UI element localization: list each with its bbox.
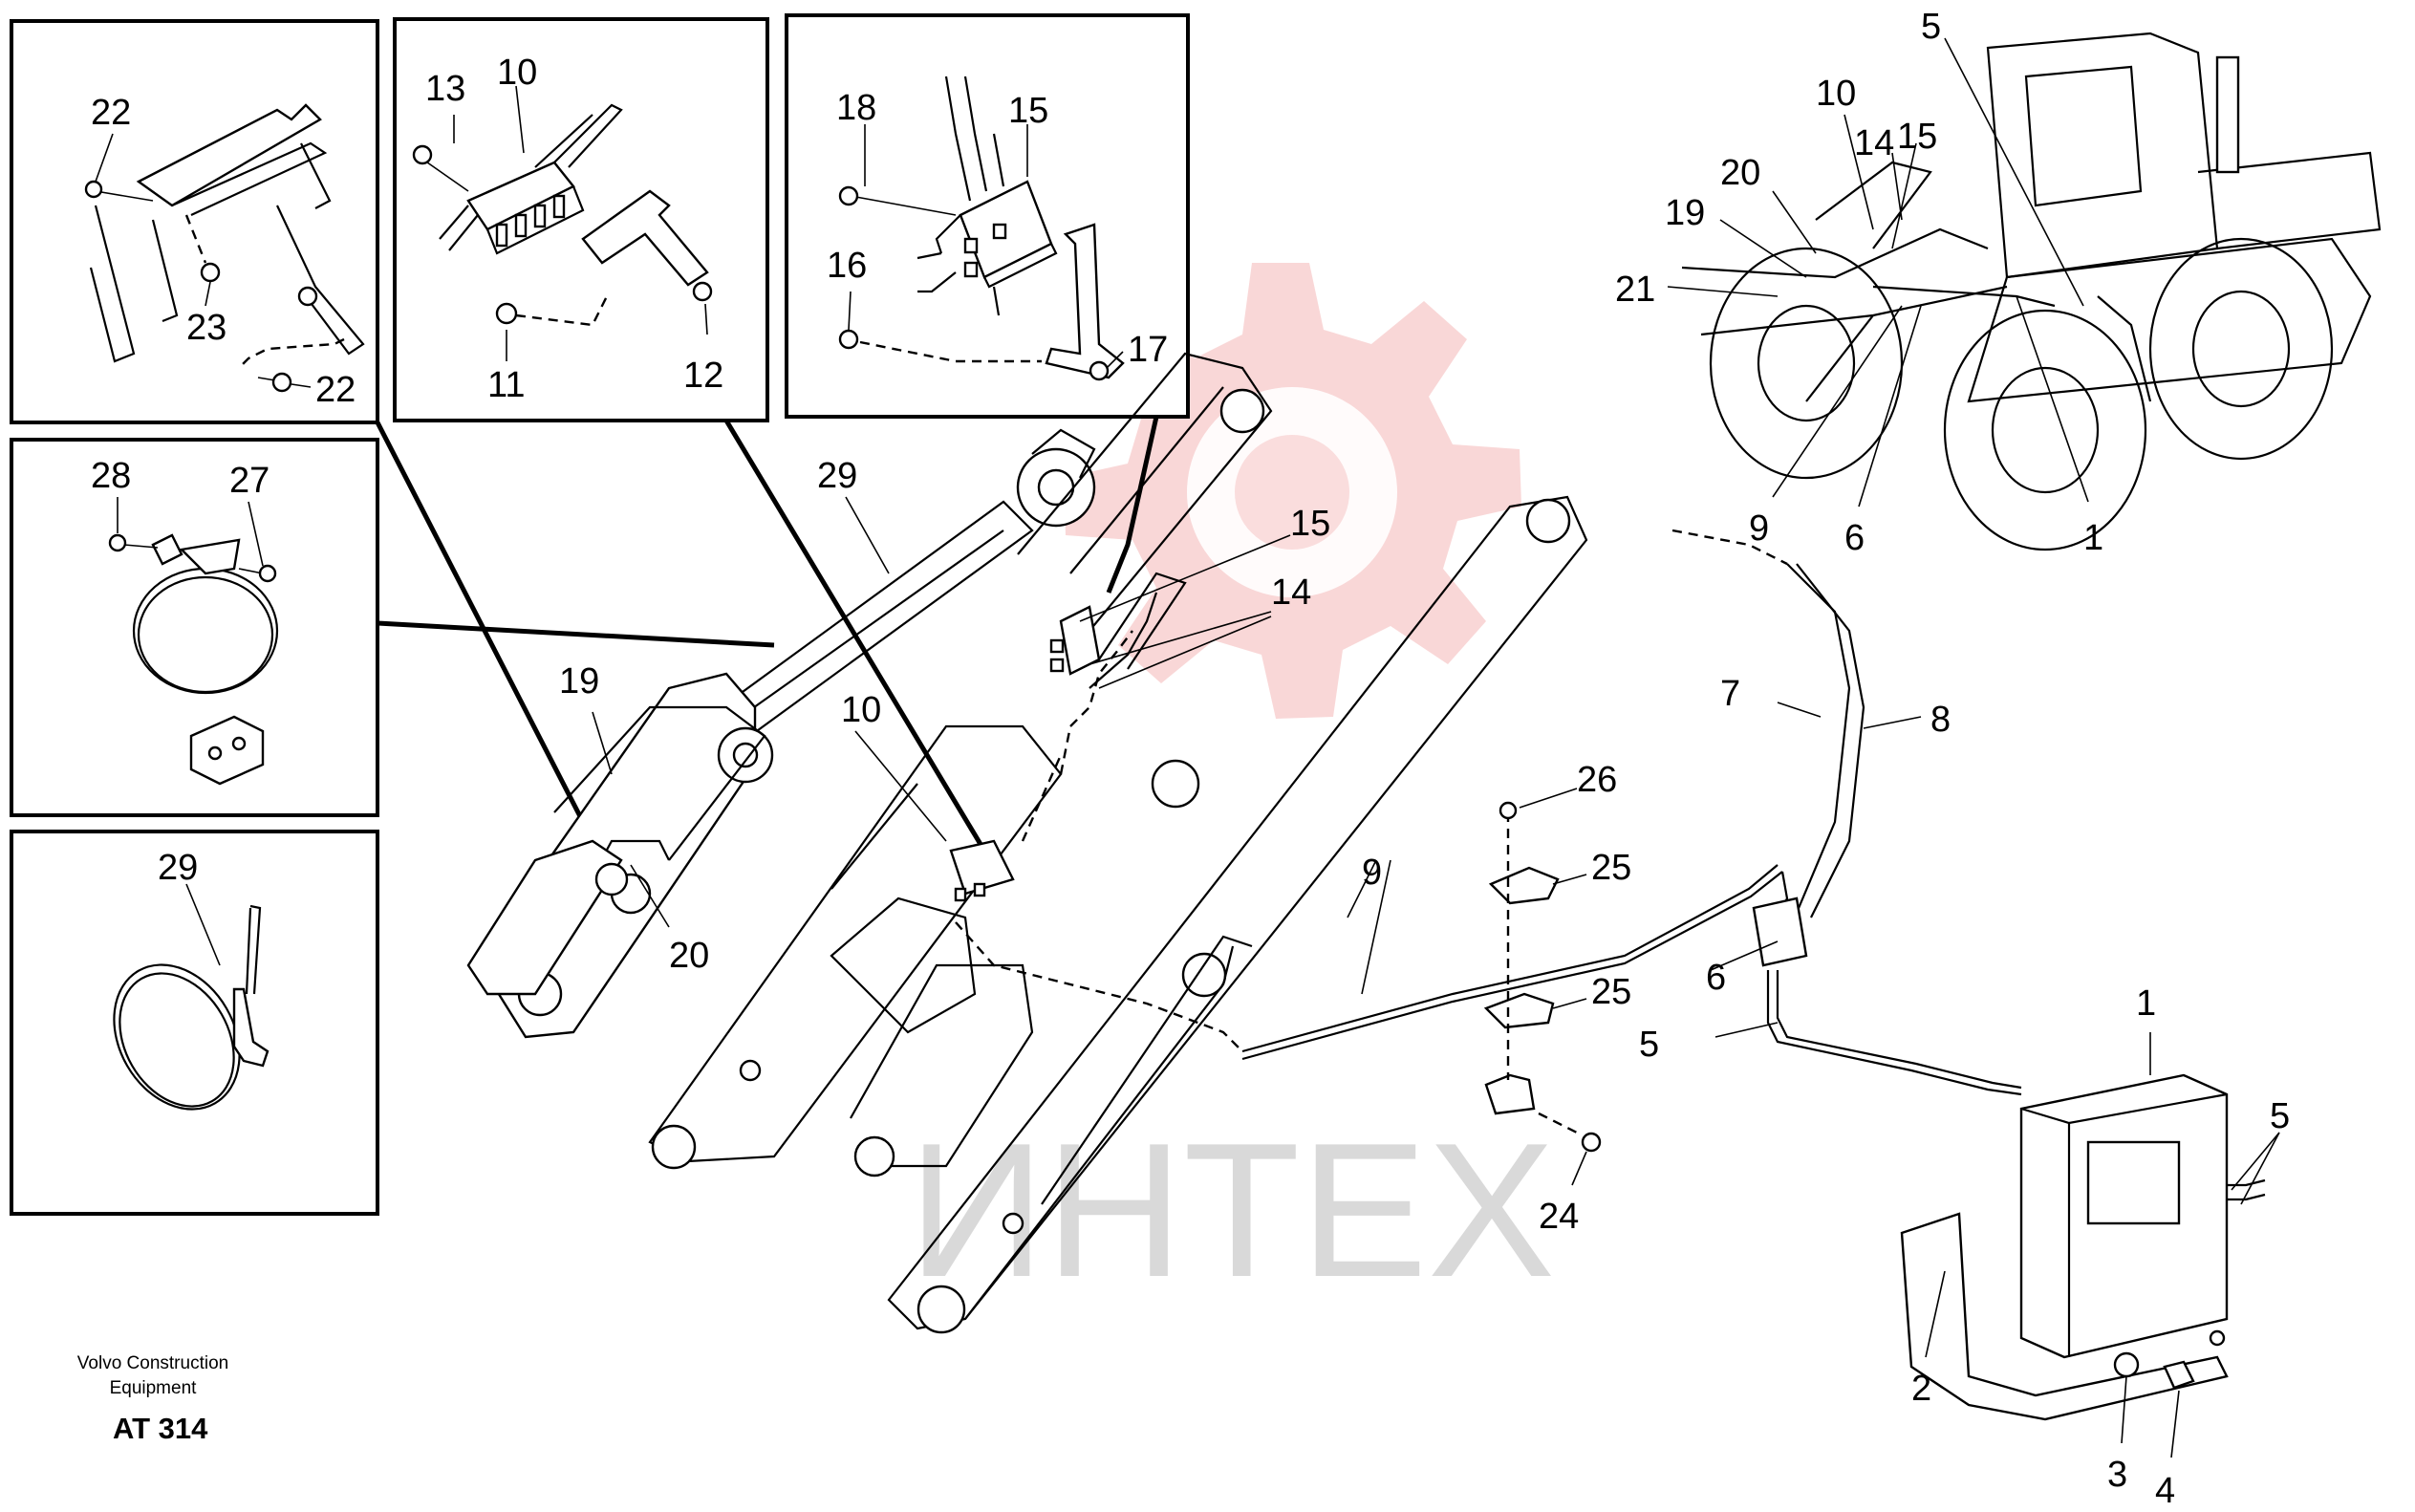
callout-label: 27 xyxy=(229,461,270,501)
callout-label: 4 xyxy=(2155,1471,2175,1511)
caption-block: Volvo Construction Equipment AT 314 xyxy=(77,1353,228,1445)
main-leaders xyxy=(592,496,2280,1458)
callout-label: 18 xyxy=(836,88,876,128)
detail-box-bracket: 22 23 22 xyxy=(10,19,379,424)
callout-label: 15 xyxy=(1008,91,1048,131)
callout-label: 25 xyxy=(1591,972,1631,1012)
callout-label: 26 xyxy=(1577,760,1617,800)
callout-label: 14 xyxy=(1854,123,1894,163)
detail-box-valve-right: 18 15 16 17 xyxy=(785,13,1190,419)
watermark-text: ИНТЕХ xyxy=(908,1104,1555,1317)
callout-label: 29 xyxy=(158,848,198,888)
arm-valve xyxy=(949,605,1101,902)
callout-label: 15 xyxy=(1290,504,1330,544)
callout-label: 2 xyxy=(1911,1369,1931,1409)
callout-label: 20 xyxy=(1720,153,1760,193)
detail-box-valve-left: 13 10 11 12 xyxy=(393,17,769,422)
callout-label: 1 xyxy=(2136,983,2156,1024)
callout-label: 5 xyxy=(1921,7,1941,47)
callout-label: 28 xyxy=(91,456,131,496)
callout-label: 24 xyxy=(1539,1197,1579,1237)
callout-label: 10 xyxy=(841,690,881,730)
callout-label: 3 xyxy=(2107,1455,2127,1495)
callout-label: 14 xyxy=(1271,572,1311,613)
caption-code: AT 314 xyxy=(113,1412,208,1445)
callout-label: 29 xyxy=(817,456,857,496)
clamp-stack xyxy=(1483,801,1602,1153)
callout-label: 12 xyxy=(683,356,723,396)
wheel-loader-illustration xyxy=(1681,32,2382,551)
callout-label: 21 xyxy=(1615,270,1655,310)
callout-label: 19 xyxy=(559,661,599,702)
callout-label: 7 xyxy=(1720,674,1740,714)
callout-label: 11 xyxy=(487,365,525,405)
detail-box-clamp: 28 27 xyxy=(10,438,379,817)
machine-leaders xyxy=(1667,37,2089,508)
callout-label: 17 xyxy=(1128,330,1168,370)
hose-lines xyxy=(955,529,2022,1096)
callout-label: 5 xyxy=(1639,1025,1659,1065)
callout-label: 8 xyxy=(1930,700,1951,740)
callout-label: 6 xyxy=(1706,958,1726,998)
callout-label: 22 xyxy=(315,370,356,410)
callout-label: 10 xyxy=(1816,74,1856,114)
callout-label: 5 xyxy=(2270,1096,2290,1136)
callout-label: 10 xyxy=(497,53,537,93)
callout-label: 15 xyxy=(1897,117,1937,157)
callout-label: 25 xyxy=(1591,848,1631,888)
callout-label: 1 xyxy=(2083,518,2103,558)
caption-company-line2: Equipment xyxy=(110,1378,198,1398)
callout-label: 19 xyxy=(1665,193,1705,233)
detail-box-tie: 29 xyxy=(10,830,379,1216)
callout-label: 9 xyxy=(1749,508,1769,549)
caption-company: Volvo Construction xyxy=(77,1353,228,1373)
control-unit xyxy=(1900,1073,2266,1421)
callout-label: 16 xyxy=(827,246,867,286)
callout-label: 9 xyxy=(1362,853,1382,893)
callout-label: 13 xyxy=(425,69,465,109)
callout-label: 6 xyxy=(1844,518,1865,558)
callout-label: 23 xyxy=(186,308,226,348)
callout-label: 22 xyxy=(91,93,131,133)
callout-label: 20 xyxy=(669,936,709,976)
